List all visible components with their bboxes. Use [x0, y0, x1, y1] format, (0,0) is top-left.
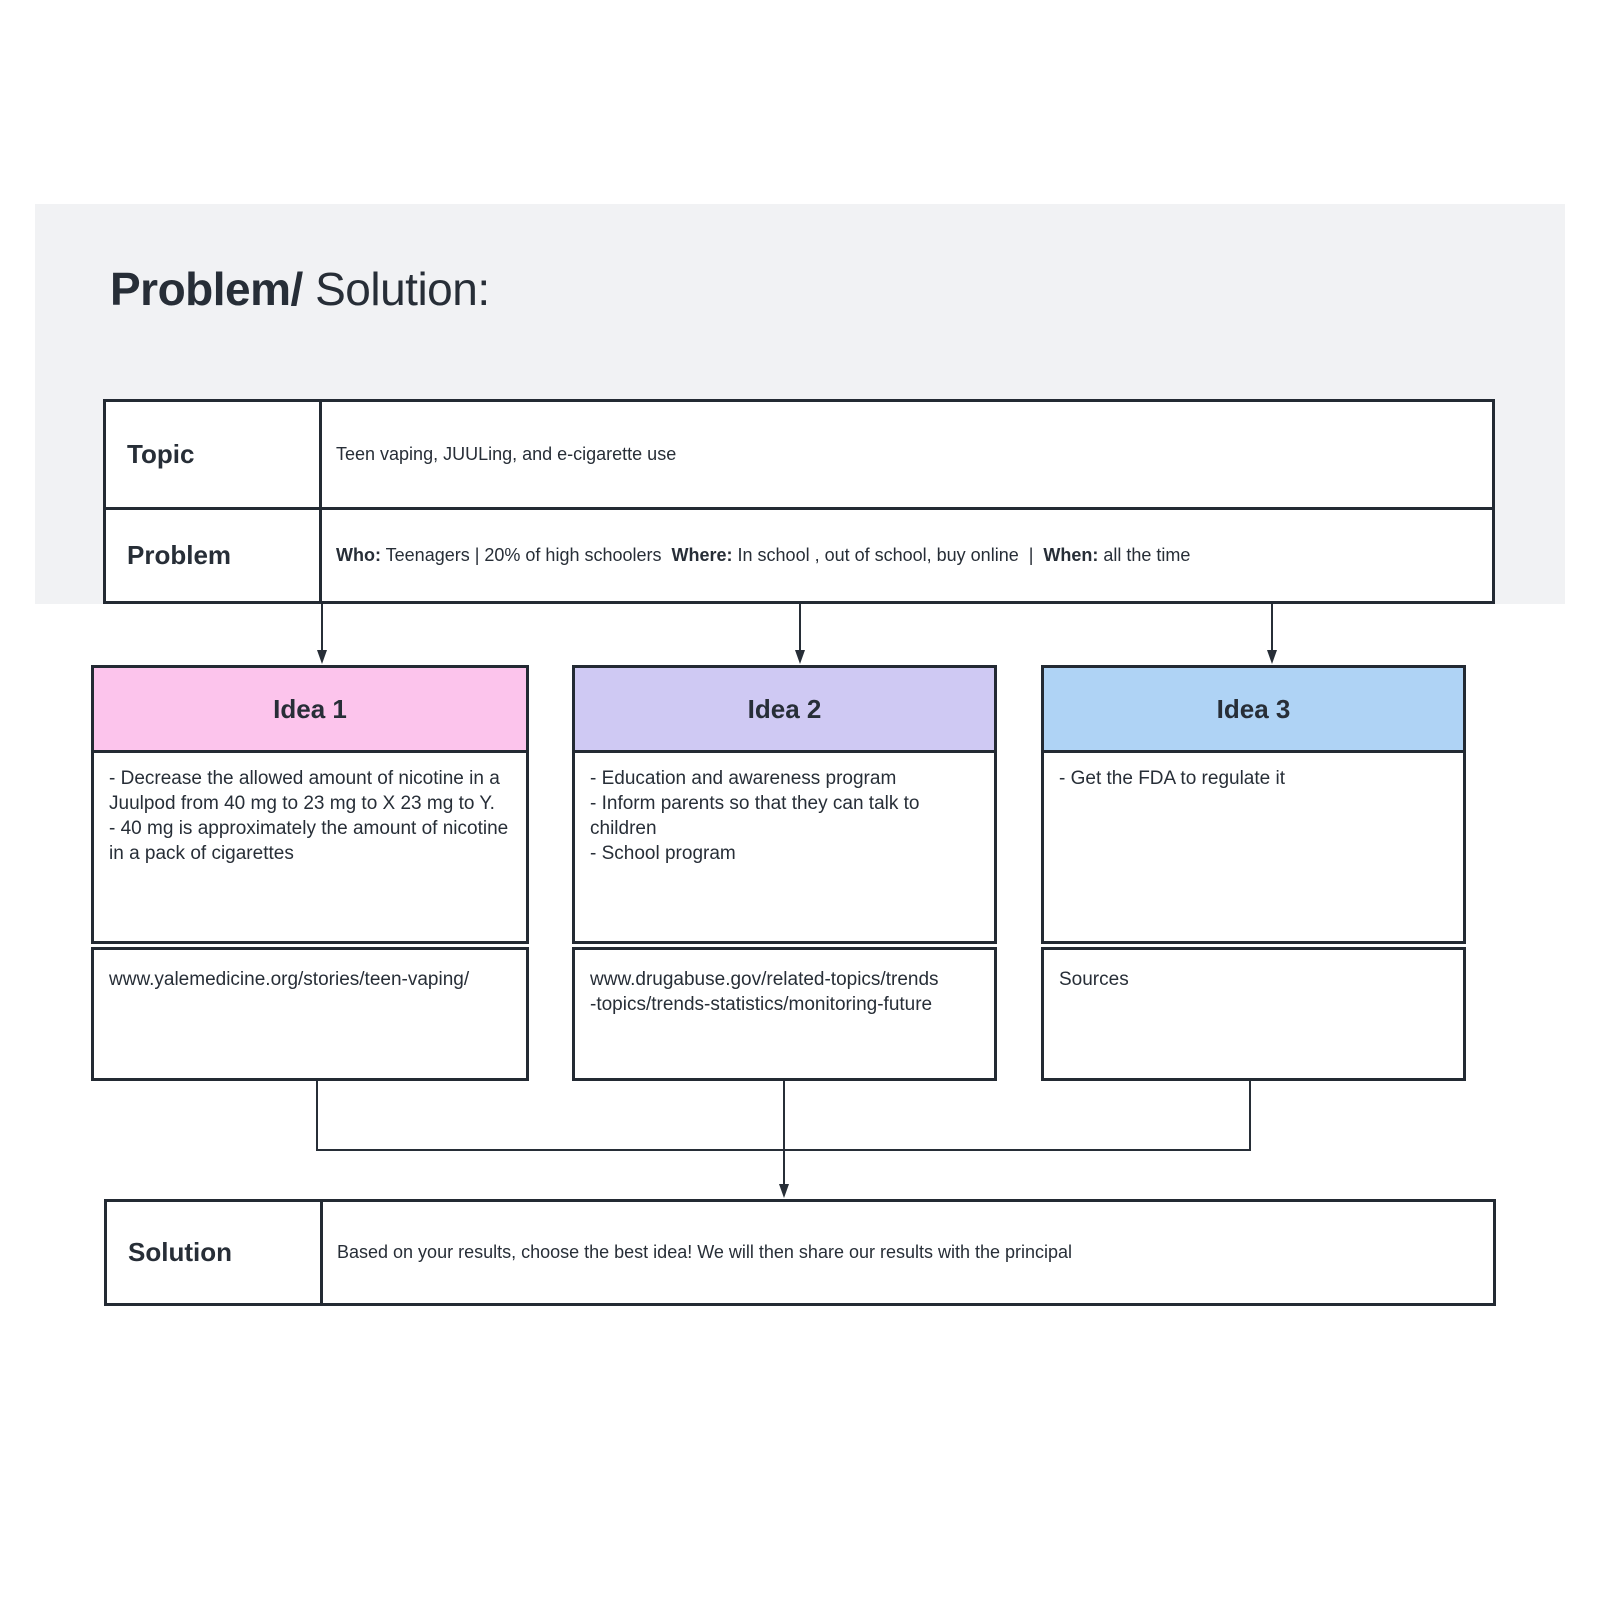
idea3-body: - Get the FDA to regulate it — [1059, 768, 1285, 789]
solution-table: Solution Based on your results, choose t… — [104, 1199, 1496, 1306]
problem-value: Who: Teenagers | 20% of high schoolers W… — [322, 510, 1492, 601]
idea3-header: Idea 3 — [1044, 668, 1463, 753]
problem-where-label: Where: — [671, 545, 733, 565]
problem-where-text: In school , out of school, buy online | — [732, 545, 1044, 565]
idea3-box: Idea 3 - Get the FDA to regulate it — [1041, 665, 1466, 944]
arrow-to-idea3-shaft — [1271, 604, 1273, 651]
page-title-regular: Solution: — [302, 263, 490, 315]
connector-idea1-drop — [316, 1081, 318, 1151]
idea3-source-box: Sources — [1041, 947, 1466, 1081]
arrow-to-idea1-shaft — [321, 604, 323, 651]
solution-value: Based on your results, choose the best i… — [337, 1242, 1073, 1262]
idea1-body: - Decrease the allowed amount of nicotin… — [109, 768, 509, 864]
page-title-bold: Problem/ — [110, 263, 303, 315]
arrow-to-solution-head-icon — [779, 1184, 789, 1198]
arrow-to-idea2-head-icon — [795, 650, 805, 664]
idea2-box: Idea 2 - Education and awareness program… — [572, 665, 997, 944]
problem-row: Problem Who: Teenagers | 20% of high sch… — [106, 507, 1492, 601]
topic-problem-table: Topic Teen vaping, JUULing, and e-cigare… — [103, 399, 1495, 604]
topic-label: Topic — [106, 402, 322, 507]
idea1-box: Idea 1 - Decrease the allowed amount of … — [91, 665, 529, 944]
arrow-to-idea2-shaft — [799, 604, 801, 651]
problem-who-label: Who: — [336, 545, 381, 565]
solution-label: Solution — [107, 1202, 323, 1303]
idea2-header: Idea 2 — [575, 668, 994, 753]
idea1-header: Idea 1 — [94, 668, 526, 753]
problem-when-text: all the time — [1098, 545, 1191, 565]
problem-label: Problem — [106, 510, 322, 601]
idea1-source-box: www.yalemedicine.org/stories/teen-vaping… — [91, 947, 529, 1081]
arrow-to-idea1-head-icon — [317, 650, 327, 664]
page-title: Problem/ Solution: — [110, 262, 490, 316]
connector-idea3-drop — [1249, 1081, 1251, 1151]
connector-idea2-drop — [783, 1081, 785, 1185]
solution-row: Solution Based on your results, choose t… — [107, 1202, 1493, 1303]
idea2-body: - Education and awareness program - Info… — [590, 768, 920, 864]
problem-when-label: When: — [1043, 545, 1099, 565]
arrow-to-idea3-head-icon — [1267, 650, 1277, 664]
problem-who-text: Teenagers | 20% of high schoolers — [380, 545, 672, 565]
idea2-source-box: www.drugabuse.gov/related-topics/trends … — [572, 947, 997, 1081]
topic-value: Teen vaping, JUULing, and e-cigarette us… — [336, 444, 677, 464]
topic-row: Topic Teen vaping, JUULing, and e-cigare… — [106, 402, 1492, 507]
